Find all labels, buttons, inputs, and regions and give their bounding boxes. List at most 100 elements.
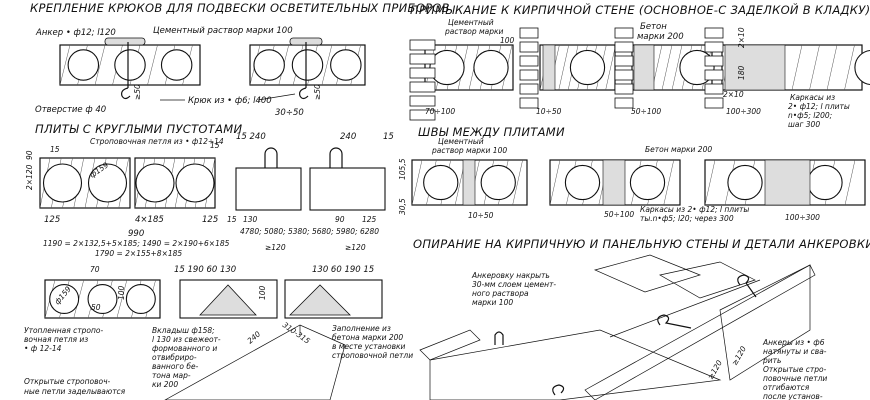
dim-240: 240 bbox=[246, 329, 263, 345]
hatch-line bbox=[558, 44, 569, 91]
dim-ge120: ≥120 bbox=[265, 243, 286, 252]
note-line: Открытые стро- bbox=[763, 365, 827, 374]
label-frames: шаг 300 bbox=[788, 120, 820, 129]
note-line: отвибриро- bbox=[152, 353, 197, 362]
dim-2x10: 2×10 bbox=[737, 27, 746, 48]
dim-ge120: ≥120 bbox=[345, 243, 366, 252]
anchor-icon bbox=[552, 384, 565, 396]
dim-90: 90 bbox=[25, 150, 34, 160]
dim-4x185: 4×185 bbox=[135, 215, 164, 225]
note-line: Анкеровку накрыть bbox=[471, 271, 550, 280]
brick bbox=[614, 41, 634, 53]
note-line: формованного и bbox=[152, 344, 217, 353]
slab-section bbox=[134, 157, 216, 209]
hatch-line bbox=[147, 44, 158, 86]
lifting-loop-icon bbox=[329, 147, 343, 168]
brick bbox=[519, 55, 539, 67]
brick bbox=[409, 95, 436, 107]
brick bbox=[519, 27, 539, 39]
slab-end bbox=[719, 264, 811, 381]
brick bbox=[409, 109, 436, 121]
slab-outline bbox=[164, 324, 346, 400]
hatch-line bbox=[549, 159, 561, 206]
note-filling: Заполнение из бетона марки 200 в месте у… bbox=[332, 324, 413, 360]
hatch-line bbox=[826, 44, 838, 91]
hollow-core bbox=[125, 284, 156, 314]
hollow-core bbox=[135, 163, 175, 203]
brick bbox=[419, 329, 481, 361]
slab-section bbox=[424, 44, 514, 91]
title-brick-wall: ПРИМЫКАНИЕ К КИРПИЧНОЙ СТЕНЕ (ОСНОВНОЕ-С… bbox=[410, 2, 870, 17]
title-support: ОПИРАНИЕ НА КИРПИЧНУЮ И ПАНЕЛЬНУЮ СТЕНЫ … bbox=[413, 237, 870, 251]
mortar-patch bbox=[104, 37, 146, 46]
note-line: марки 100 bbox=[472, 298, 513, 307]
brick bbox=[519, 41, 539, 53]
dim-990: 990 bbox=[128, 229, 144, 239]
label-concrete: Бетон марки 200 bbox=[645, 145, 712, 154]
note-line: после установ- bbox=[763, 392, 823, 400]
note-line: Заполнение из bbox=[332, 324, 391, 333]
hollow-core bbox=[67, 49, 100, 81]
hatch-line bbox=[605, 44, 616, 91]
label-frames: ты.n•ф5; l20; через 300 bbox=[640, 214, 734, 223]
hook-details bbox=[104, 37, 323, 101]
note-line: ки 200 bbox=[152, 380, 178, 389]
hatch-line bbox=[791, 44, 803, 91]
dim-50-100: 50÷100 bbox=[604, 210, 634, 219]
brick bbox=[593, 254, 702, 293]
hollow-core bbox=[727, 164, 763, 201]
label-concrete: Бетон bbox=[640, 22, 667, 32]
title-slabs: ПЛИТЫ С КРУГЛЫМИ ПУСТОТАМИ bbox=[35, 122, 243, 136]
slab-top bbox=[429, 329, 722, 400]
dim-90: 90 bbox=[335, 215, 345, 224]
brick bbox=[409, 39, 436, 51]
brick bbox=[409, 53, 436, 65]
note-line: отгибаются bbox=[763, 383, 810, 392]
note-line: бетона марки 200 bbox=[332, 333, 403, 342]
dim-180: 180 bbox=[737, 65, 746, 80]
dim-100-300: 100÷300 bbox=[785, 213, 820, 222]
dim-lengths: 4780; 5080; 5380; 5680; 5980; 6280 bbox=[240, 227, 379, 236]
dim-50: 50 bbox=[91, 303, 101, 312]
note-line: строповочной петли bbox=[332, 351, 413, 360]
brick bbox=[704, 27, 724, 39]
label-mortar: Цементный bbox=[438, 137, 484, 146]
hatch-line bbox=[809, 44, 820, 91]
note-open-loops: Открытые строповоч- ные петли заделывают… bbox=[24, 377, 126, 396]
note-line: Открытые строповоч- bbox=[24, 377, 111, 386]
brick bbox=[409, 81, 436, 93]
concrete-joint bbox=[633, 44, 655, 91]
note-line: повочные петли bbox=[763, 374, 827, 383]
dim-2x120: 2×120 bbox=[25, 164, 34, 190]
brick bbox=[704, 55, 724, 67]
brick bbox=[659, 261, 756, 299]
brick bbox=[614, 97, 634, 109]
hook-icon bbox=[299, 87, 309, 100]
concrete-insert bbox=[199, 284, 257, 316]
dim-15: 15 bbox=[210, 141, 220, 150]
dim-125: 125 bbox=[202, 215, 218, 225]
formula-widths: 1190 = 2×132,5+5×185; 1490 = 2×190+6×185 bbox=[43, 239, 230, 248]
slab-section bbox=[249, 44, 366, 86]
hollow-core bbox=[253, 49, 285, 81]
label-frames: 2• ф12; l плиты bbox=[788, 102, 850, 111]
dim-50-100: 50÷100 bbox=[631, 107, 661, 116]
hollow-core bbox=[569, 49, 606, 86]
hatch-line bbox=[116, 279, 128, 319]
hollow-core bbox=[114, 49, 146, 81]
label-mortar: 100 bbox=[500, 36, 515, 45]
brick bbox=[409, 67, 436, 79]
hatch-line bbox=[411, 159, 423, 206]
dim-70: 70 bbox=[90, 265, 100, 274]
anchor-icon bbox=[657, 314, 692, 329]
label-mortar: раствор марки bbox=[444, 27, 504, 36]
mortar-joint bbox=[542, 44, 556, 91]
note-line: • ф 12-14 bbox=[24, 344, 62, 353]
brick bbox=[704, 69, 724, 81]
mortar-joint bbox=[462, 159, 476, 206]
label-anchor: Анкер • ф12; l120 bbox=[35, 28, 116, 38]
anchor-wire bbox=[609, 279, 761, 338]
note-line: Утопленная стропо- bbox=[24, 326, 103, 335]
